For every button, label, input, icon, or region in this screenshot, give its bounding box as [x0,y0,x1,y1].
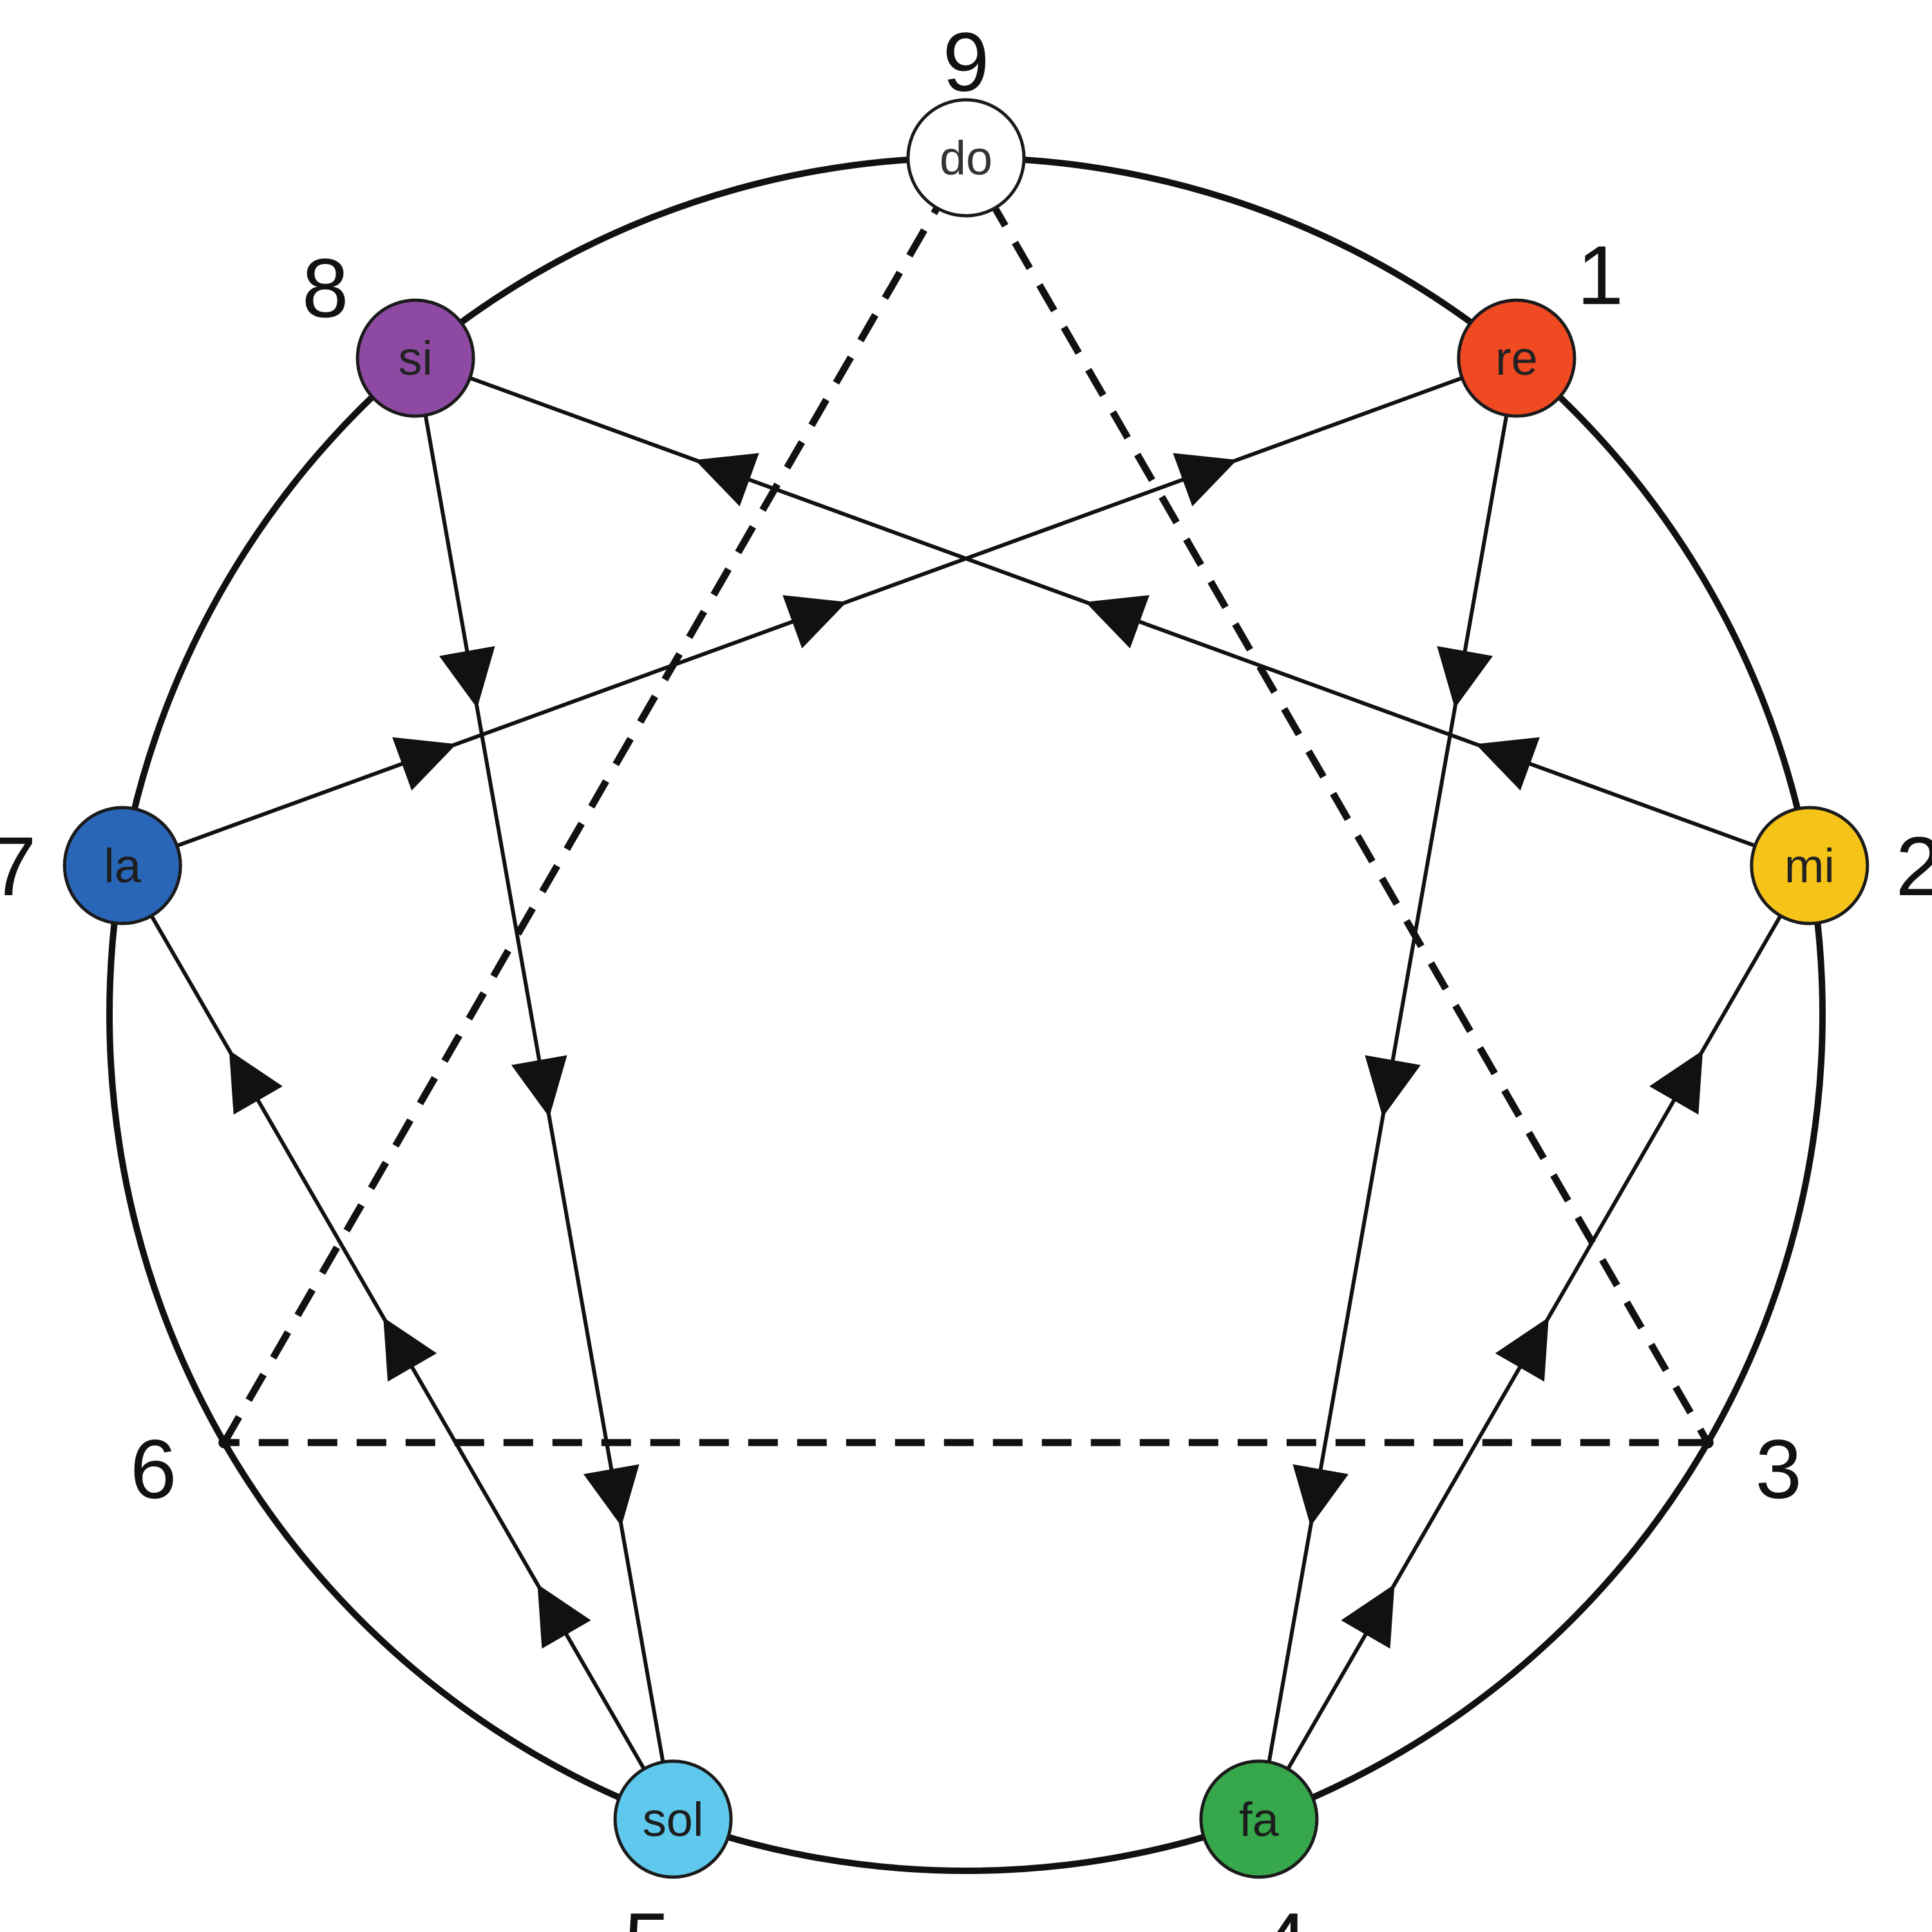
number-label-8: 8 [302,241,348,335]
number-label-4: 4 [1262,1895,1308,1932]
node-mi [1750,806,1870,925]
arrowhead-8-5-2 [511,1055,567,1117]
note-label-mi: mi [1785,839,1835,893]
node-re [1457,298,1577,418]
arrowhead-7-1-1 [392,737,457,791]
number-label-1: 1 [1577,228,1624,322]
note-label-fa: fa [1239,1793,1280,1846]
arrowhead-4-2-2 [1495,1317,1549,1382]
note-label-sol: sol [643,1793,704,1846]
number-label-6: 6 [130,1422,176,1516]
note-label-re: re [1495,332,1538,385]
node-fa [1199,1759,1319,1879]
arrowhead-2-8-2 [1085,595,1150,649]
point-3 [1701,1437,1714,1448]
note-label-do: do [940,131,992,185]
arrowhead-5-7-2 [383,1317,437,1382]
arrowhead-1-4-3 [1293,1464,1349,1527]
arrowhead-8-5-1 [439,646,495,708]
node-do [906,98,1026,218]
outer-circle [106,155,1826,1874]
number-label-7: 7 [0,819,36,913]
arrowhead-4-2-1 [1341,1584,1395,1649]
dashed-edge-9-3 [963,156,1711,1444]
arrowhead-2-8-1 [1475,737,1540,791]
arrowhead-5-7-1 [537,1584,591,1649]
arrowhead-7-1-2 [782,595,847,649]
number-label-9: 9 [943,15,989,109]
note-label-la: la [104,839,141,893]
arrowhead-2-8-3 [695,453,759,507]
number-label-5: 5 [624,1895,670,1932]
note-label-si: si [398,332,432,385]
arrowhead-5-7-3 [229,1050,283,1115]
arrowhead-1-4-2 [1365,1055,1421,1117]
number-label-2: 2 [1896,819,1932,913]
point-6 [218,1437,231,1448]
node-sol [613,1759,733,1879]
arrowhead-1-4-1 [1437,646,1493,708]
node-la [62,806,182,925]
arrowhead-4-2-3 [1649,1050,1703,1115]
arrowhead-8-5-3 [583,1464,639,1527]
number-label-3: 3 [1756,1422,1802,1516]
node-si [355,298,475,418]
dashed-edge-6-9 [221,156,969,1444]
arrowhead-7-1-3 [1173,453,1237,507]
